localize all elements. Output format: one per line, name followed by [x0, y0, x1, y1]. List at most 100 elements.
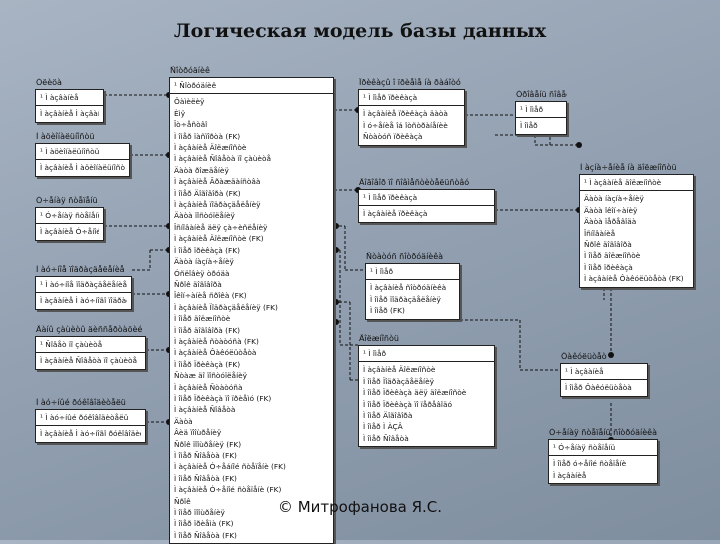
attribute: Ì îìåð ïîäðàçäåëåíèÿ	[370, 294, 441, 304]
attribute: Ì îìåð ïàñïîðòà (FK)	[174, 131, 241, 141]
entity-attributes-section: Ì îìåð Ôàêóëüòåòà	[561, 380, 647, 395]
key-attribute: ¹ Ì îìåð	[363, 349, 386, 358]
attribute: Äàòà íàçíà÷åíèÿ	[174, 257, 234, 267]
entity-key-section: ¹ Ì àó÷íûé ðóêîâîäèòåëü	[36, 410, 145, 427]
entity-name: Ó÷åíàÿ ñòåïåíü	[36, 196, 98, 205]
attribute: Ì àçâàíèå Ó÷åáíîé ñòåïåíè (FK)	[174, 462, 286, 472]
attribute: Ì àçâàíèå Ñîâåòà	[174, 405, 236, 415]
entity-body: ¹ Ì àöèîíàëüíîñòü Ì àçâàíèå Ì àöèîíàëüíîñ…	[35, 143, 130, 177]
entity-name: Óðîâåíü ñîâåòà	[516, 90, 567, 99]
attribute: Äàòà îêîí÷àíèÿ	[584, 205, 638, 215]
key-attribute: ¹ Ì àó÷íûé ðóêîâîäèòåëü	[40, 413, 129, 422]
attribute: Ì îìåð äîãîâîðà (FK)	[174, 325, 241, 335]
key-attribute: ¹ Ì àçâàíèå	[40, 93, 79, 102]
attribute: Ì àçâàíèå Ó÷åíîé ñòåïåíè (FK)	[174, 485, 282, 495]
attribute: Ì îìåð Ïîäðàçäåëåíèÿ	[363, 376, 435, 386]
entity-box: Äîãîâîð ïî ñîâìåñòèòåëüñòâó ¹ Ì îìåð ïðèê…	[358, 178, 495, 223]
entity-body: ¹ Ì îìåð ïðèêàçà Ì àçâàíèå ïðèêàçà	[358, 189, 495, 223]
attribute: Ì îìåð äîëæíîñòè	[584, 251, 641, 261]
attribute: Ì îìåð ïðèêàçà (FK)	[174, 245, 241, 255]
attribute: Ñðîê ïîîùðåíèÿ (FK)	[174, 439, 242, 449]
entity-key-section: ¹ Ó÷åíàÿ ñòåïåíü	[36, 208, 103, 225]
entity-attributes-section: Ì àçâàíèå Ì àó÷íîãî ïîäðàçäåëåíèÿ	[36, 293, 131, 308]
attribute: Ì îìåð Ñîâåòà (FK)	[174, 473, 237, 483]
attribute: Ì àçâàíèå Ôàêóëüòåòà (FK)	[584, 274, 684, 284]
entity-name: Ïðèêàçû î ïðèåìå íà ðàáîòó	[359, 78, 461, 87]
attribute: Ì àçâàíèå Ñîâåòà ïî çàùèòå	[174, 154, 272, 164]
attribute: Ì îìåð Ñîâåòà	[363, 433, 409, 443]
entity-box: Ì àöèîíàëüíîñòü ¹ Ì àöèîíàëüíîñòü Ì àçâàíè…	[35, 132, 130, 177]
attribute: Ñòàæ äî ïîñòóïëåíèÿ	[174, 371, 248, 381]
attribute: Ôàìèëèÿ	[174, 97, 205, 107]
attribute: Ì îìåð Ôàêóëüòåòà	[565, 383, 632, 393]
key-attribute: ¹ Ì îìåð	[520, 105, 543, 114]
attribute: Ì îìåð Ñîâåòà (FK)	[174, 530, 237, 540]
attribute: Ì àçâàíèå Äîëæíîñòè (FK)	[174, 234, 264, 244]
key-attribute: ¹ Ì àó÷íîå ïîäðàçäåëåíèå	[40, 280, 127, 289]
entity-name: Ì àöèîíàëüíîñòü	[36, 132, 95, 141]
attribute: Ì àçâàíèå Ì àöèîíàëüíîñòè	[40, 163, 125, 173]
attribute: Ì àçâàíèå Äîëæíîñòè	[363, 365, 436, 375]
entity-key-section: ¹ Ó÷åíàÿ ñòåïåíü	[549, 440, 657, 457]
attribute: Ì îìåð Äîãîâîðà	[363, 411, 413, 421]
entity-key-section: ¹ Ì îìåð ïðèêàçà	[359, 90, 464, 107]
entity-key-section: ¹ Ì àöèîíàëüíîñòü	[36, 144, 129, 161]
entity-key-section: ¹ Ì àçâàíèå	[561, 364, 647, 381]
attribute: Ì àçâàíèå Ì àçâàíèå	[40, 109, 99, 119]
key-attribute: ¹ Ó÷åíàÿ ñòåïåíü	[553, 443, 616, 452]
key-attribute: ¹ Ì îìåð ïðèêàçà	[363, 193, 418, 202]
copyright-footer: © Митрофанова Я.С.	[277, 498, 443, 516]
entity-key-section: ¹ Ì îìåð ïðèêàçà	[359, 190, 494, 207]
attribute: Ì àçâàíèå ïðèêàçà	[363, 209, 428, 219]
entity-attributes-section: Ì àçâàíèå Ó÷åíîé ñòåïåíè	[36, 224, 103, 239]
attribute: Ì àçâàíèå Ôàêóëüòåòà	[174, 348, 257, 358]
attribute: Ì îìåð Ïðèêàçà ïî ïðèåìó (FK)	[174, 393, 272, 403]
attribute: Âèä ïîîùðåíèÿ	[174, 428, 222, 438]
key-attribute: ¹ Ì îìåð ïðèêàçà	[363, 93, 418, 102]
entity-key-section: ¹ Ì îìåð	[366, 264, 459, 281]
attribute: Ì àçâàíèå Äîëæíîñòè	[174, 143, 247, 153]
entity-body: ¹ Ì îìåð Ì îìåð	[515, 101, 567, 135]
attribute: Ì îìåð äîëæíîñòè	[174, 314, 231, 324]
attribute: Ñðîê äîãîâîðà	[584, 240, 632, 250]
attribute: Ì îìåð Ïðèêàçà ïî ïåðåâîäó	[363, 399, 453, 409]
entity-body: ¹ Ì àó÷íûé ðóêîâîäèòåëü Ì àçâàíèå Ì àó÷íî…	[35, 409, 146, 443]
attribute: Îñíîâàíèå	[584, 228, 616, 238]
key-attribute: ¹ Ñîòðóäíèê	[174, 81, 217, 90]
entity-name: Äîãîâîð ïî ñîâìåñòèòåëüñòâó	[359, 178, 470, 187]
attribute: Ì îìåð Ïðèêàçà (FK)	[174, 359, 241, 369]
attribute: Îêîí÷àíèå ñðîêà (FK)	[174, 291, 247, 301]
attribute: Ì ó÷åíèå îá îòñòðàíåíèè	[363, 120, 448, 130]
attribute: Ì îìåð ïðèêàçà	[584, 262, 633, 272]
entity-name: Ñîòðóäíèê	[170, 66, 210, 75]
entity-name: Óëèöà	[36, 78, 62, 87]
entity-attributes-section: Ì îìåð	[516, 118, 566, 133]
attribute: Ì àçâàíèå ïîäðàçäåëåíèÿ	[174, 200, 261, 210]
attribute: Ì îìåð	[520, 121, 538, 131]
entity-attributes-section: Ì àçâàíèå Ì àöèîíàëüíîñòè	[36, 160, 129, 175]
attribute: Ì àçâàíèå	[553, 470, 587, 480]
attribute: Ì àçâàíèå Ïîäðàçäåëåíèÿ (FK)	[174, 302, 278, 312]
entity-name: Ñòàòóñ ñîòðóäíèêà	[366, 252, 444, 261]
entity-attributes-section: Ì àçâàíèå Ñîâåòà ïî çàùèòå	[36, 353, 145, 368]
attribute: Ì àçâàíèå ïðèêàçà äàòà	[363, 109, 448, 119]
entity-attributes-section: Ì àçâàíèå Ì àó÷íîãî ðóêîâîäèòåëÿ	[36, 426, 145, 441]
entity-key-section: ¹ Ì àçâàíèå	[36, 90, 103, 107]
diagram-title: Логическая модель базы данных	[173, 20, 547, 42]
entity-attributes-section: Ì àçâàíèå Ì àçâàíèå	[36, 106, 103, 121]
attribute: Ì îìåð Ñîâåòà (FK)	[174, 451, 237, 460]
